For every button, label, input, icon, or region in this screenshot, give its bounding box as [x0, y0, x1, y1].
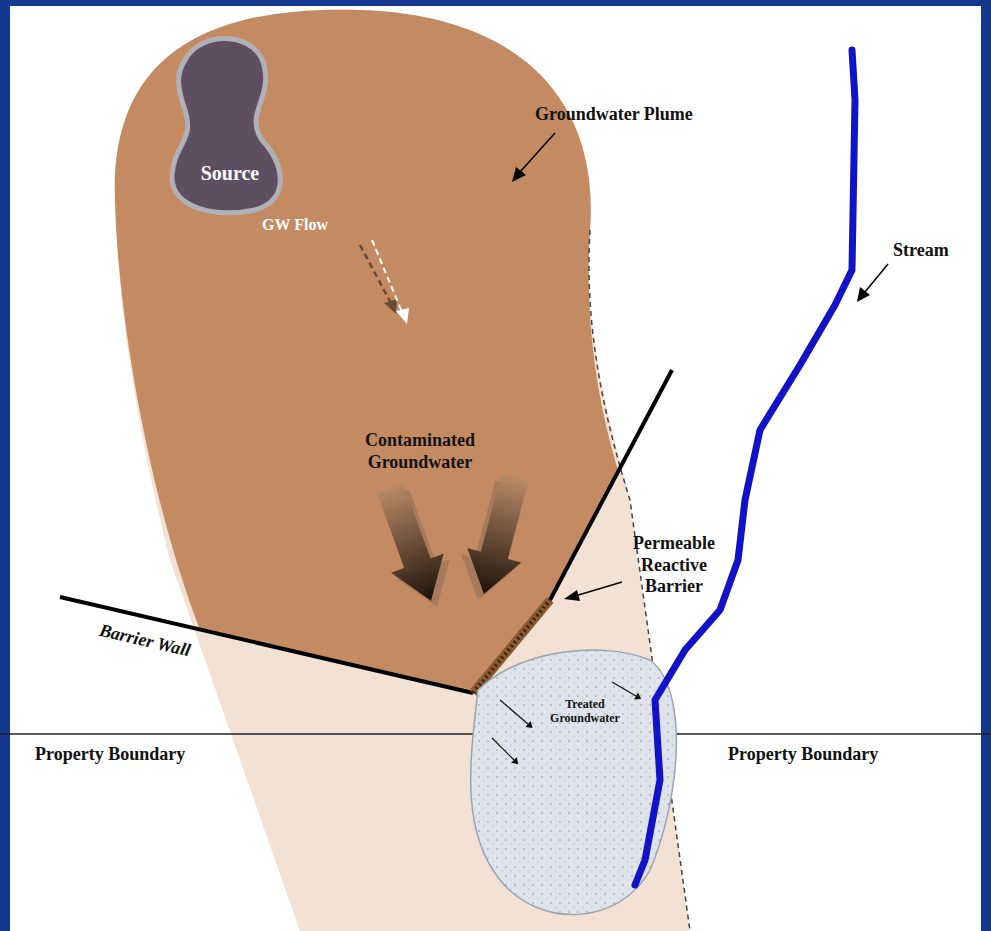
arrow-head — [511, 757, 518, 764]
property-boundary-label: Property Boundary — [35, 744, 185, 766]
node-label: Source — [180, 162, 280, 185]
node-outline — [165, 25, 295, 220]
plume-fringe — [115, 10, 690, 931]
plume-label: Groundwater Plume — [535, 104, 693, 126]
barrier-wall — [60, 597, 473, 693]
contaminant-arrow — [364, 478, 458, 610]
source-outline — [172, 39, 280, 213]
flow-label: GW Flow — [262, 215, 328, 234]
contaminated-label: Contaminated Groundwater — [355, 430, 485, 473]
leader-line — [857, 264, 888, 302]
flow-arrow — [360, 240, 409, 324]
treated-zone: Treated Groundwater — [455, 640, 690, 931]
property-boundary-label: Property Boundary — [728, 744, 878, 766]
contaminant-arrow — [457, 471, 542, 601]
page-ground — [10, 6, 981, 931]
node-outline — [455, 640, 690, 931]
node-label: Treated Groundwater — [540, 698, 630, 726]
flow-arrow — [492, 738, 514, 760]
leader-line — [564, 582, 622, 601]
arrow-head — [634, 693, 641, 700]
source-area: Source — [165, 25, 295, 220]
stream-label: Stream — [893, 240, 949, 262]
arrow-head — [525, 721, 532, 728]
flow-arrow — [500, 700, 528, 724]
flow-arrow — [612, 682, 636, 696]
treated-zone-outline — [471, 650, 677, 915]
leader-line — [512, 133, 555, 182]
prb-label: Permeable Reactive Barrier — [626, 533, 722, 598]
